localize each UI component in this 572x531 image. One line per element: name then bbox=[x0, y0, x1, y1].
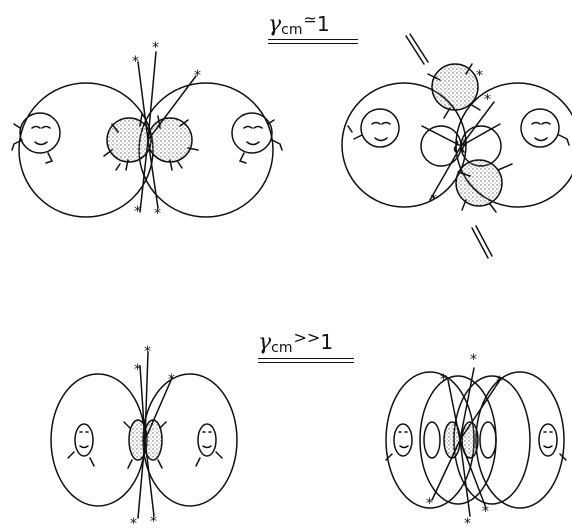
star-particle: * bbox=[470, 352, 477, 368]
colliding-nucleus-right bbox=[148, 118, 192, 162]
spectator-nucleus-right bbox=[521, 109, 559, 147]
spectator-nucleus-left bbox=[20, 113, 60, 153]
spectator-nucleus-left bbox=[361, 109, 399, 147]
star-particle: * bbox=[168, 372, 175, 388]
star-particle: * bbox=[194, 68, 201, 84]
star-particle: * bbox=[154, 206, 161, 222]
panel-top-left: * * * * * bbox=[12, 40, 282, 222]
star-particle: * bbox=[482, 504, 489, 520]
colliding-nucleus-left bbox=[107, 118, 151, 162]
star-particle: * bbox=[440, 372, 447, 388]
participant-nucleus-4 bbox=[480, 422, 496, 458]
spectator-nucleus-left bbox=[394, 424, 412, 456]
star-particle: * bbox=[152, 40, 159, 56]
star-particle: * bbox=[144, 344, 151, 360]
star-particle: * bbox=[496, 374, 503, 390]
field-ellipse-right bbox=[476, 372, 564, 508]
participant-nucleus-1 bbox=[424, 422, 440, 458]
star-particle: * bbox=[464, 516, 471, 531]
star-particle: * bbox=[134, 362, 141, 378]
star-particle: * bbox=[426, 496, 433, 512]
scattered-nucleus-upper bbox=[432, 64, 478, 110]
star-particle: * bbox=[150, 514, 157, 530]
scattered-nucleus-lower bbox=[456, 160, 502, 206]
spectator-nucleus-left bbox=[75, 424, 93, 456]
spectator-nucleus-right bbox=[198, 424, 216, 456]
star-particle: * bbox=[430, 192, 437, 208]
panel-top-right: * * * bbox=[342, 34, 572, 258]
star-particle: * bbox=[476, 68, 483, 84]
spectator-nucleus-right bbox=[539, 424, 557, 456]
star-particle: * bbox=[484, 92, 491, 108]
panel-bottom-right: * * * * * * bbox=[386, 352, 566, 531]
star-particle: * bbox=[130, 516, 137, 531]
star-particle: * bbox=[132, 54, 139, 70]
panel-bottom-left: * * * * * bbox=[51, 344, 237, 531]
star-particle: * bbox=[134, 204, 141, 220]
spectator-nucleus-right bbox=[232, 113, 272, 153]
